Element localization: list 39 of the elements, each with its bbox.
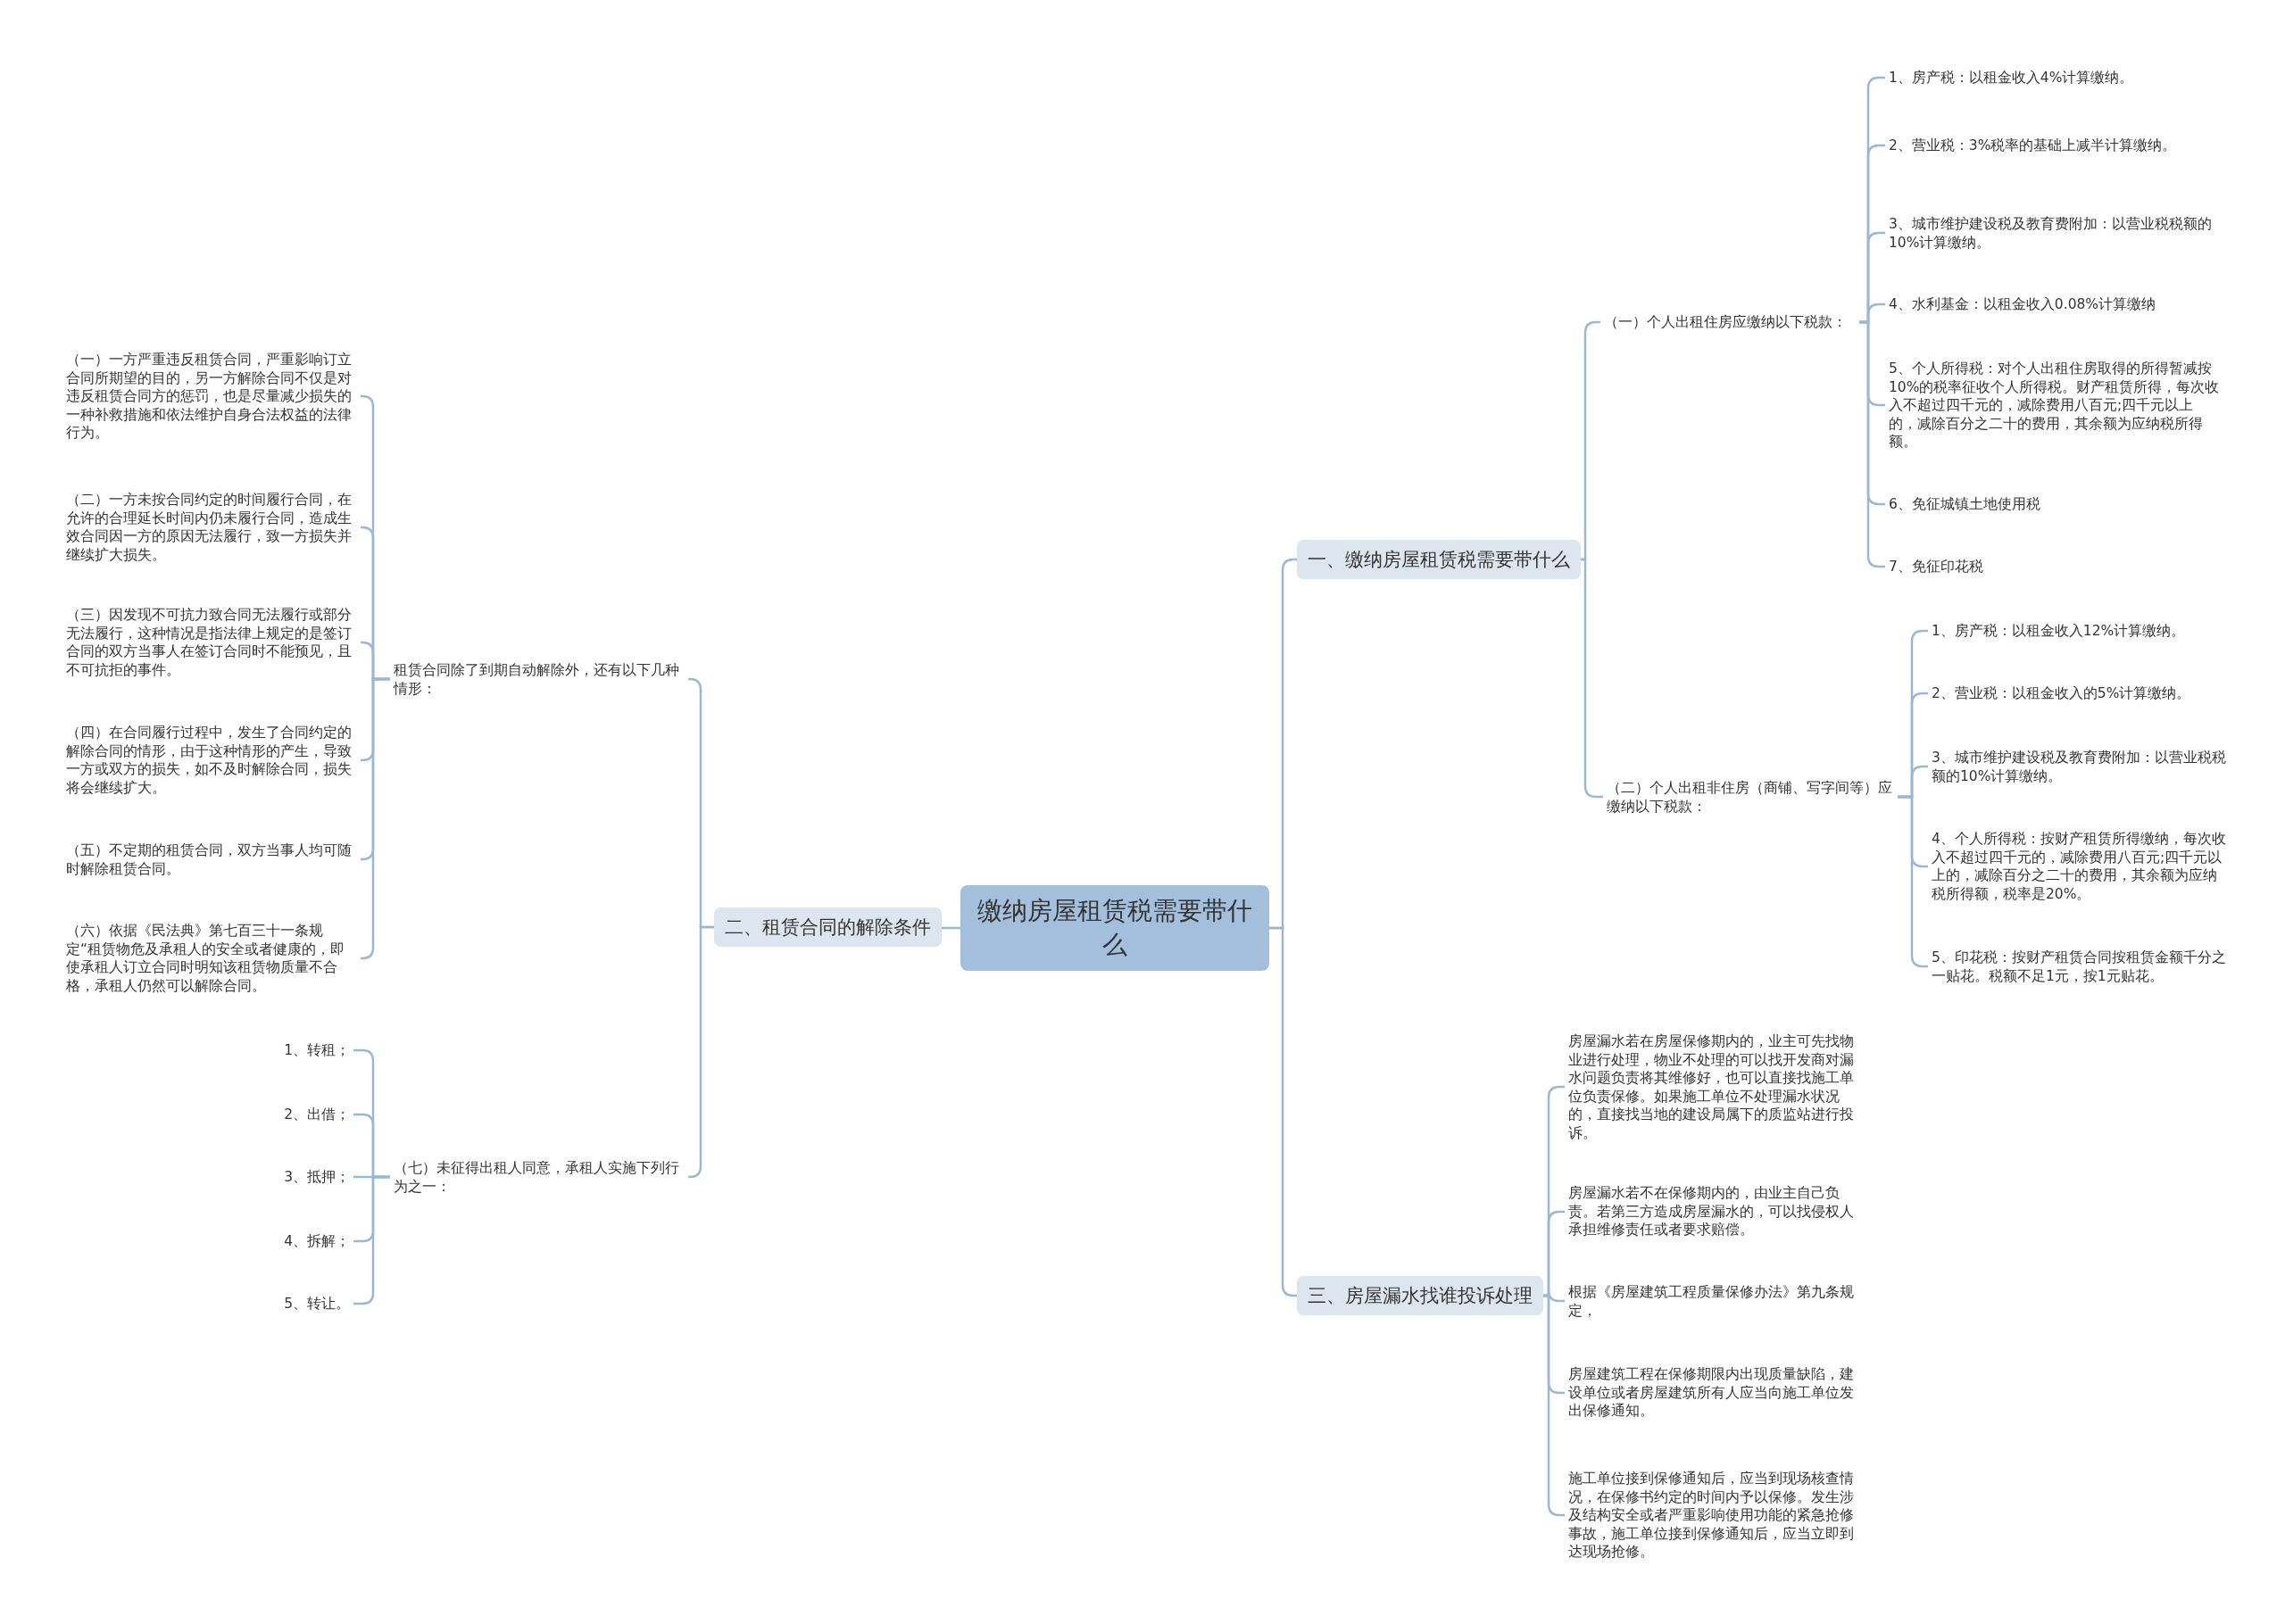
topic-text: 4、个人所得税：按财产租赁所得缴纳，每次收入不超过四千元的，减除费用八百元;四千元以上的，减除百分之二十的费用，其余额为应纳税所得额，税率是20%。 bbox=[1928, 828, 2231, 905]
topic-text: 6、免征城镇土地使用税 bbox=[1885, 493, 2224, 516]
topic-text: 施工单位接到保修通知后，应当到现场核查情况，在保修书约定的时间内予以保修。发生涉及结构安全或者严重影响使用功能的紧急抢修事故，施工单位接到保修通知后，应当立即到达现场抢修。 bbox=[1565, 1467, 1863, 1563]
topic-text: 根据《房屋建筑工程质量保修办法》第九条规定， bbox=[1565, 1280, 1863, 1322]
topic-text: 1、房产税：以租金收入12%计算缴纳。 bbox=[1928, 619, 2231, 642]
topic-text: 1、房产税：以租金收入4%计算缴纳。 bbox=[1885, 66, 2224, 89]
topic-text: 3、城市维护建设税及教育费附加：以营业税税额的10%计算缴纳。 bbox=[1885, 212, 2224, 253]
topic-text: （五）不定期的租赁合同，双方当事人均可随时解除租赁合同。 bbox=[62, 839, 361, 880]
topic-text: 2、营业税：以租金收入的5%计算缴纳。 bbox=[1928, 682, 2231, 705]
topic-text: 2、营业税：3%税率的基础上减半计算缴纳。 bbox=[1885, 134, 2224, 157]
topic-text: （四）在合同履行过程中，发生了合同约定的解除合同的情形，由于这种情形的产生，导致一方或双方的损失，如不及时解除合同，损失将会继续扩大。 bbox=[62, 722, 361, 799]
topic-text: 5、个人所得税：对个人出租住房取得的所得暂减按10%的税率征收个人所得税。财产租赁所得，每次收入不超过四千元的，减除费用八百元;四千元以上的，减除百分之二十的费用，其余额为应纳税所得额。 bbox=[1885, 357, 2224, 453]
branch-box: 二、租赁合同的解除条件 bbox=[714, 907, 942, 947]
topic-text: 租赁合同除了到期自动解除外，还有以下几种情形： bbox=[390, 659, 688, 700]
topic-text: （二）个人出租非住房（商铺、写字间等）应缴纳以下税款： bbox=[1603, 776, 1898, 817]
topic-text: 2、出借； bbox=[264, 1103, 353, 1126]
topic-text: 7、免征印花税 bbox=[1885, 555, 2224, 578]
topic-text: 4、水利基金：以租金收入0.08%计算缴纳 bbox=[1885, 293, 2224, 316]
topic-text: 房屋漏水若不在保修期内的，由业主自己负责。若第三方造成房屋漏水的，可以找侵权人承担维修责任或者要求赔偿。 bbox=[1565, 1182, 1863, 1241]
topic-text: 房屋漏水若在房屋保修期内的，业主可先找物业进行处理，物业不处理的可以找开发商对漏水问题负责将其维修好，也可以直接找施工单位负责保修。如果施工单位不处理漏水状况的，直接找当地的建设局属下的质监站进行投诉。 bbox=[1565, 1030, 1863, 1144]
topic-text: （六）依据《民法典》第七百三十一条规定“租赁物危及承租人的安全或者健康的，即使承租人订立合同时明知该租赁物质量不合格，承租人仍然可以解除合同。 bbox=[62, 920, 361, 997]
topic-text: （一）一方严重违反租赁合同，严重影响订立合同所期望的目的，另一方解除合同不仅是对违反租赁合同方的惩罚，也是尽量减少损失的一种补救措施和依法维护自身合法权益的法律行为。 bbox=[62, 348, 361, 444]
connector-line bbox=[942, 926, 960, 930]
branch-box: 三、房屋漏水找谁投诉处理 bbox=[1297, 1276, 1543, 1315]
topic-text: 房屋建筑工程在保修期限内出现质量缺陷，建设单位或者房屋建筑所有人应当向施工单位发出保修通知。 bbox=[1565, 1363, 1863, 1422]
topic-text: 1、转租； bbox=[264, 1039, 353, 1062]
topic-text: （三）因发现不可抗力致合同无法履行或部分无法履行，这种情况是指法律上规定的是签订合同的双方当事人在签订合同时不能预见，且不可抗拒的事件。 bbox=[62, 604, 361, 681]
topic-text: （二）一方未按合同约定的时间履行合同，在允许的合理延长时间内仍未履行合同，造成生效合同因一方的原因无法履行，致一方损失并继续扩大损失。 bbox=[62, 489, 361, 566]
branch-box: 一、缴纳房屋租赁税需要带什么 bbox=[1297, 540, 1581, 579]
topic-text: 3、城市维护建设税及教育费附加：以营业税税额的10%计算缴纳。 bbox=[1928, 746, 2231, 787]
central-topic-box: 缴纳房屋租赁税需要带什么 bbox=[960, 885, 1269, 971]
topic-text: 3、抵押； bbox=[264, 1165, 353, 1189]
topic-text: （七）未征得出租人同意，承租人实施下列行为之一： bbox=[390, 1156, 688, 1197]
topic-text: （一）个人出租住房应缴纳以下税款： bbox=[1600, 311, 1859, 334]
topic-text: 5、印花税：按财产租赁合同按租赁金额千分之一贴花。税额不足1元，按1元贴花。 bbox=[1928, 946, 2231, 987]
topic-text: 5、转让。 bbox=[264, 1292, 353, 1315]
connector-line bbox=[688, 925, 714, 1179]
topic-text: 4、拆解； bbox=[264, 1230, 353, 1253]
connector-line bbox=[360, 677, 390, 960]
